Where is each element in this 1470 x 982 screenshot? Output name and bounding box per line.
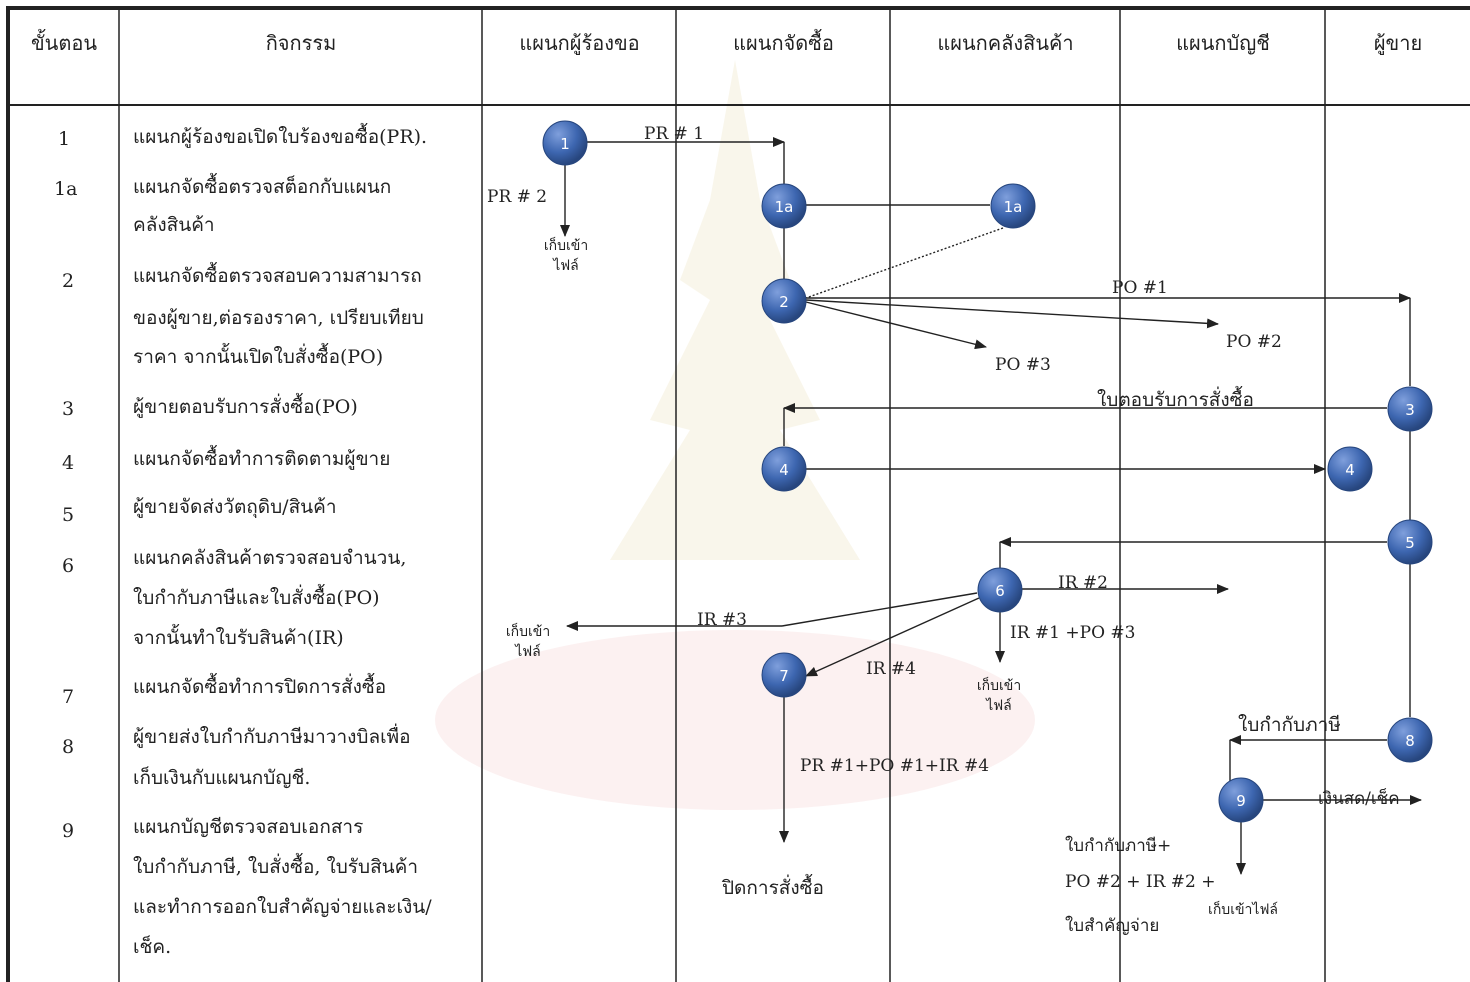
label-ir4: IR #4 [866, 659, 916, 679]
activity-text: แผนกจัดซื้อตรวจสอบความสามารถ [133, 265, 422, 287]
step-node: 8 [1387, 717, 1433, 763]
svg-text:1a: 1a [1004, 198, 1023, 216]
activity-text: ใบกำกับภาษี, ใบสั่งซื้อ, ใบรับสินค้า [133, 856, 419, 878]
activity-text: แผนกจัดซื้อทำการปิดการสั่งซื้อ [133, 676, 387, 698]
header-activity: กิจกรรม [265, 31, 337, 55]
step-node: 1 [542, 120, 588, 166]
activity-text: จากนั้นทำใบรับสินค้า(IR) [133, 627, 344, 649]
svg-text:3: 3 [1405, 401, 1415, 419]
header-requester: แผนกผู้ร้องขอ [519, 31, 640, 55]
label-po1: PO #1 [1112, 278, 1168, 298]
step-number: 6 [62, 555, 75, 577]
step-number: 8 [62, 736, 75, 758]
step-node: 3 [1387, 386, 1433, 432]
header-purchasing: แผนกจัดซื้อ [733, 31, 834, 55]
svg-text:8: 8 [1405, 732, 1415, 750]
activity-text: และทำการออกใบสำคัญจ่ายและเงิน/ [133, 896, 432, 918]
svg-text:6: 6 [995, 582, 1005, 600]
step-node: 1a [990, 183, 1036, 229]
activity-text: แผนกผู้ร้องขอเปิดใบร้องขอซื้อ(PR). [133, 126, 428, 148]
label-file-storage: เก็บเข้าไฟล์ [543, 238, 589, 274]
svg-text:5: 5 [1405, 534, 1415, 552]
label-invoice: ใบกำกับภาษี [1238, 714, 1341, 736]
activity-text: ราคา จากนั้นเปิดใบสั่งซื้อ(PO) [133, 346, 384, 368]
svg-text:1: 1 [560, 135, 570, 153]
activity-text: ผู้ขายจัดส่งวัตถุดิบ/สินค้า [133, 496, 337, 518]
label-file-storage: เก็บเข้าไฟล์ [976, 678, 1022, 714]
step-number: 9 [62, 820, 75, 842]
svg-text:7: 7 [779, 667, 789, 685]
header-accounting: แผนกบัญชี [1176, 31, 1270, 55]
label-po2: PO #2 [1226, 332, 1282, 352]
header-step: ขั้นตอน [30, 31, 97, 55]
label-po3: PO #3 [995, 355, 1051, 375]
label-accounting-docs: PO #2 + IR #2 + [1065, 872, 1216, 892]
step-number: 4 [62, 452, 75, 474]
activity-text: แผนกคลังสินค้าตรวจสอบจำนวน, [133, 547, 407, 569]
label-po-acknowledgement: ใบตอบรับการสั่งซื้อ [1097, 389, 1254, 411]
label-close-po: ปิดการสั่งซื้อ [722, 877, 824, 899]
activity-text: เก็บเงินกับแผนกบัญชี. [133, 767, 311, 789]
step-number: 2 [62, 270, 75, 292]
step-node: 2 [761, 278, 807, 324]
svg-text:9: 9 [1236, 792, 1246, 810]
svg-text:1a: 1a [775, 198, 794, 216]
label-accounting-docs: ใบสำคัญจ่าย [1065, 916, 1160, 936]
label-file-storage: เก็บเข้าไฟล์ [1208, 902, 1278, 918]
label-pr1: PR # 1 [644, 124, 705, 144]
step-node: 7 [761, 652, 807, 698]
step-node: 9 [1218, 777, 1264, 823]
step-node: 5 [1387, 519, 1433, 565]
step-number: 7 [62, 686, 75, 708]
activity-text: ผู้ขายตอบรับการสั่งซื้อ(PO) [133, 396, 358, 418]
activity-text: คลังสินค้า [133, 214, 215, 236]
svg-text:2: 2 [779, 293, 789, 311]
svg-text:4: 4 [779, 461, 789, 479]
svg-text:4: 4 [1345, 461, 1355, 479]
activity-text: แผนกจัดซื้อทำการติดตามผู้ขาย [133, 448, 391, 470]
label-cash-cheque: เงินสด/เช็ค [1318, 789, 1400, 809]
label-pr2: PR # 2 [487, 187, 548, 207]
step-node: 1a [761, 183, 807, 229]
label-close-documents: PR #1+PO #1+IR #4 [800, 756, 990, 776]
label-ir3: IR #3 [697, 610, 747, 630]
label-ir2: IR #2 [1058, 573, 1108, 593]
label-ir1-po3: IR #1 +PO #3 [1010, 623, 1136, 643]
activity-text: ใบกำกับภาษีและใบสั่งซื้อ(PO) [133, 587, 380, 609]
activity-text: แผนกบัญชีตรวจสอบเอกสาร [133, 816, 364, 838]
activity-text: ของผู้ขาย,ต่อรองราคา, เปรียบเทียบ [133, 307, 424, 329]
step-node: 6 [977, 567, 1023, 613]
label-file-storage: เก็บเข้าไฟล์ [505, 624, 551, 660]
header-vendor: ผู้ขาย [1373, 31, 1423, 55]
activity-text: เช็ค. [133, 936, 172, 958]
activity-text: แผนกจัดซื้อตรวจสต็อกกับแผนก [133, 176, 392, 198]
step-node: 4 [1327, 446, 1373, 492]
step-number: 1a [54, 178, 78, 200]
label-accounting-docs: ใบกำกับภาษี+ [1065, 836, 1172, 856]
step-node: 4 [761, 446, 807, 492]
step-number: 3 [62, 398, 75, 420]
step-number: 1 [58, 128, 71, 150]
activity-text: ผู้ขายส่งใบกำกับภาษีมาวางบิลเพื่อ [133, 726, 411, 748]
header-warehouse: แผนกคลังสินค้า [937, 31, 1074, 55]
step-number: 5 [62, 504, 75, 526]
